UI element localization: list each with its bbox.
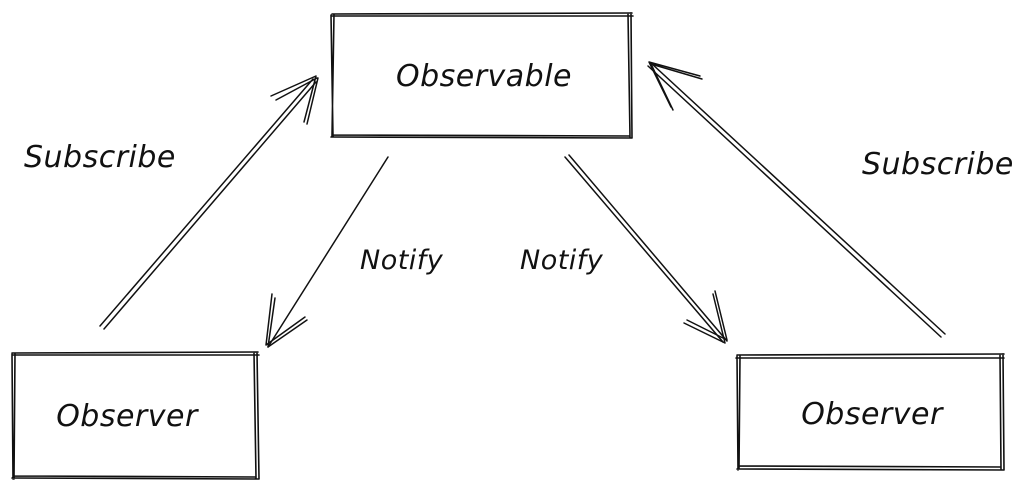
notify-right-arrowhead: [683, 290, 728, 344]
observer-right-label: Observer: [801, 397, 944, 432]
subscribe-left-arrowhead: [270, 75, 319, 125]
subscribe-left-label: Subscribe: [24, 140, 176, 175]
observer-left-box: [11, 351, 260, 480]
subscribe-left-arrow: [99, 75, 319, 330]
observable-node: Observable: [330, 12, 634, 139]
observer-right-box: [735, 353, 1005, 471]
notify-left-arrow: [265, 156, 389, 348]
observable-box: [330, 12, 634, 139]
notify-right-label: Notify: [520, 245, 604, 276]
observer-left-label: Observer: [56, 399, 199, 434]
notify-left-arrowhead: [265, 293, 308, 348]
observer-left-node: Observer: [11, 351, 260, 480]
subscribe-right-arrow: [647, 61, 946, 338]
subscribe-right-label: Subscribe: [862, 147, 1014, 182]
notify-left-label: Notify: [360, 245, 444, 276]
notify-right-arrow: [564, 154, 728, 344]
observer-right-node: Observer: [735, 353, 1005, 471]
subscribe-right-arrowhead: [648, 61, 703, 111]
observable-label: Observable: [396, 59, 572, 94]
